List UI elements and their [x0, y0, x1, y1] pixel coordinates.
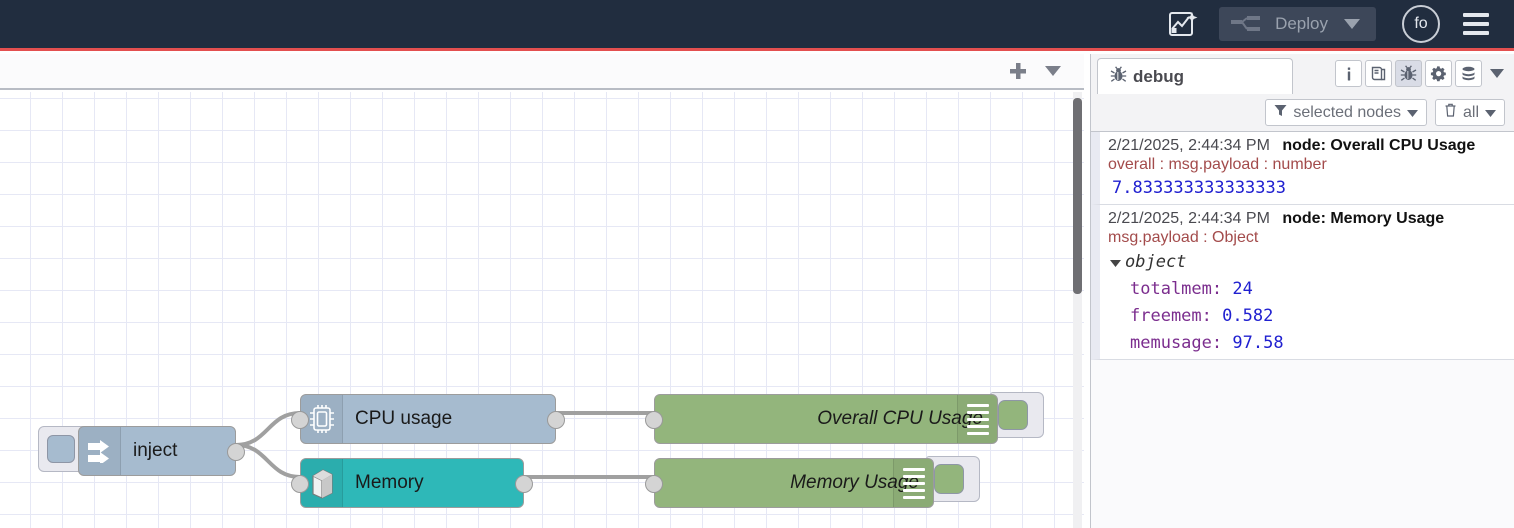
message-node-name[interactable]: node: Memory Usage	[1282, 210, 1445, 227]
property-key: totalmem:	[1130, 279, 1223, 299]
node-debug-memory-usage[interactable]: Memory Usage	[645, 458, 934, 508]
debug-lines-icon	[957, 395, 997, 443]
debug-filter-row: selected nodes all	[1091, 94, 1514, 132]
input-port[interactable]	[645, 475, 663, 493]
library-book-icon[interactable]	[1365, 60, 1392, 87]
trash-icon	[1444, 103, 1457, 122]
message-header: 2/21/2025, 2:44:34 PM node: Memory Usage	[1108, 210, 1509, 228]
debug-message-row[interactable]: 2/21/2025, 2:44:34 PM node: Memory Usage…	[1091, 205, 1514, 360]
property-value: 24	[1232, 279, 1253, 299]
flow-tab-menu-button[interactable]	[1036, 54, 1070, 88]
context-data-icon[interactable]	[1455, 60, 1482, 87]
output-port[interactable]	[515, 475, 533, 493]
object-root-label: object	[1125, 252, 1187, 272]
output-port[interactable]	[227, 443, 245, 461]
object-property: freemem: 0.582	[1108, 306, 1509, 326]
debug-lines-icon	[893, 459, 933, 507]
node-memory[interactable]: Memory	[291, 458, 533, 508]
sidebar-tool-icons	[1335, 60, 1509, 87]
tab-debug[interactable]: debug	[1097, 58, 1293, 94]
flow-wires	[235, 410, 654, 479]
message-timestamp: 2/21/2025, 2:44:34 PM	[1108, 210, 1270, 227]
debug-message-row[interactable]: 2/21/2025, 2:44:34 PM node: Overall CPU …	[1091, 132, 1514, 205]
app-header: Deploy fo	[0, 0, 1514, 51]
hamburger-menu-icon[interactable]	[1454, 4, 1498, 44]
property-key: memusage:	[1130, 333, 1223, 353]
property-key: freemem:	[1130, 306, 1212, 326]
debug-bug-icon[interactable]	[1395, 60, 1422, 87]
node-debug-overall-cpu-usage[interactable]: Overall CPU Usage	[645, 394, 998, 444]
message-topic: msg.payload : Object	[1108, 229, 1259, 246]
debug-message-list[interactable]: 2/21/2025, 2:44:34 PM node: Overall CPU …	[1091, 132, 1514, 528]
debug-node-toggle-memory[interactable]	[926, 456, 980, 502]
property-value: 0.582	[1222, 306, 1274, 326]
node-label: inject	[133, 440, 178, 461]
object-root-row[interactable]: object	[1108, 252, 1509, 272]
node-inject[interactable]: inject	[78, 426, 245, 476]
filter-label: selected nodes	[1293, 103, 1401, 121]
deploy-label: Deploy	[1275, 14, 1328, 33]
flow-canvas[interactable]: inject CPU usage	[0, 92, 1084, 528]
message-topic: overall : msg.payload : number	[1108, 156, 1327, 173]
node-cpu-usage[interactable]: CPU usage	[291, 394, 565, 444]
clear-messages-button[interactable]: all	[1434, 99, 1505, 126]
sidebar-panel: debug	[1090, 54, 1514, 528]
message-value: 7.833333333333333	[1112, 178, 1286, 198]
bug-icon	[1110, 65, 1127, 88]
user-avatar[interactable]: fo	[1402, 5, 1440, 43]
flow-sparkle-icon[interactable]	[1163, 6, 1203, 42]
chevron-down-icon	[1406, 104, 1418, 122]
message-node-name[interactable]: node: Overall CPU Usage	[1282, 137, 1476, 154]
input-port[interactable]	[645, 411, 663, 429]
avatar-initials: fo	[1414, 15, 1428, 32]
tab-debug-label: debug	[1133, 66, 1184, 86]
sidebar-tool-menu-caret-icon[interactable]	[1485, 61, 1509, 87]
clear-label: all	[1462, 103, 1479, 121]
info-icon[interactable]	[1335, 60, 1362, 87]
node-label: Memory Usage	[790, 472, 919, 493]
deploy-button[interactable]: Deploy	[1219, 7, 1376, 41]
debug-node-toggle-overall-cpu[interactable]	[990, 392, 1044, 438]
node-label: Overall CPU Usage	[817, 408, 983, 429]
input-port[interactable]	[291, 475, 309, 493]
add-flow-tab-button[interactable]	[1000, 54, 1036, 88]
object-property: memusage: 97.58	[1108, 333, 1509, 353]
input-port[interactable]	[291, 411, 309, 429]
config-gear-icon[interactable]	[1425, 60, 1452, 87]
flow-workspace: inject CPU usage	[0, 54, 1084, 528]
flow-tabbar	[0, 54, 1084, 90]
sidebar-tabrow: debug	[1091, 54, 1514, 94]
object-property: totalmem: 24	[1108, 279, 1509, 299]
canvas-vertical-scrollbar[interactable]	[1073, 92, 1082, 528]
chevron-down-icon[interactable]	[1330, 19, 1376, 29]
filter-selected-nodes-button[interactable]: selected nodes	[1265, 99, 1427, 126]
property-value: 97.58	[1232, 333, 1284, 353]
output-port[interactable]	[547, 411, 565, 429]
chevron-down-icon	[1485, 104, 1496, 122]
deploy-node-icon	[1219, 14, 1271, 34]
scrollbar-thumb[interactable]	[1073, 98, 1082, 294]
caret-down-icon[interactable]	[1110, 252, 1121, 272]
node-label: Memory	[355, 472, 424, 493]
node-label: CPU usage	[355, 408, 453, 429]
inject-arrow-icon	[79, 427, 121, 475]
funnel-icon	[1274, 104, 1287, 122]
message-timestamp: 2/21/2025, 2:44:34 PM	[1108, 137, 1270, 154]
message-header: 2/21/2025, 2:44:34 PM node: Overall CPU …	[1108, 137, 1509, 155]
